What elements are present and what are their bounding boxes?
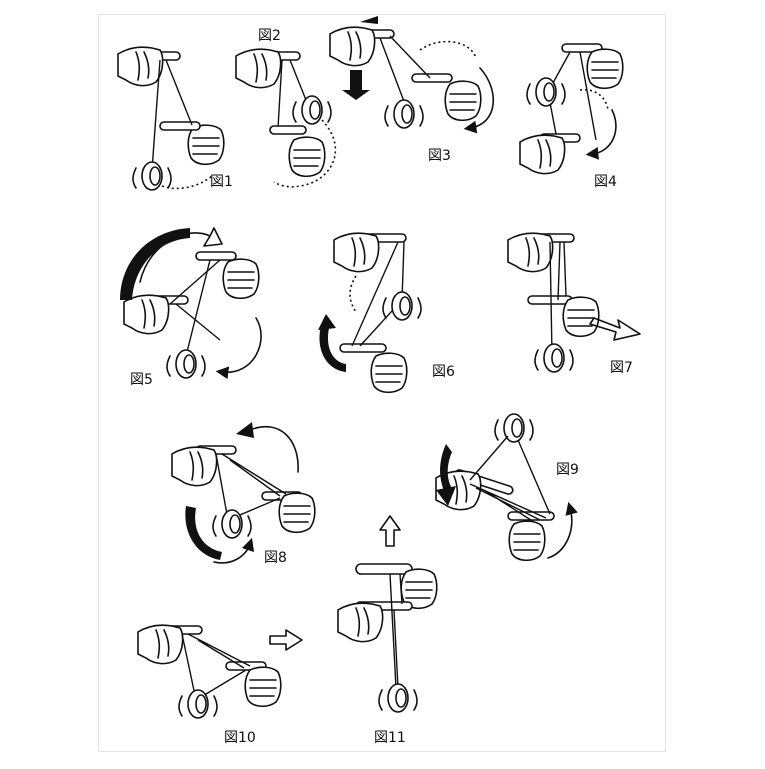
- figure-8-label: 図8: [264, 550, 287, 566]
- figure-3: 図3: [329, 16, 494, 164]
- figure-8: 図8: [171, 422, 316, 566]
- figure-4: 図4: [519, 43, 624, 190]
- figure-9-label: 図9: [556, 462, 579, 478]
- figure-10-label: 図10: [224, 730, 256, 746]
- figure-4-label: 図4: [594, 174, 617, 190]
- figure-7: 図7: [507, 232, 641, 376]
- figure-6-label: 図6: [432, 364, 455, 380]
- figure-6: 図6: [318, 232, 455, 394]
- figure-1: 図1: [117, 46, 233, 191]
- figure-7-label: 図7: [610, 360, 633, 376]
- figure-1-label: 図1: [210, 174, 233, 190]
- figure-11: 図11: [337, 515, 438, 746]
- figure-10: 図10: [137, 624, 303, 746]
- sheet-border: [98, 14, 666, 752]
- figure-2-label: 図2: [258, 28, 281, 44]
- figure-2: 図2: [235, 28, 337, 188]
- figure-5: 図5: [120, 227, 262, 388]
- figure-11-label: 図11: [374, 730, 406, 746]
- figure-9: 図9: [435, 413, 579, 562]
- figure-3-label: 図3: [428, 148, 451, 164]
- figure-5-label: 図5: [130, 372, 153, 388]
